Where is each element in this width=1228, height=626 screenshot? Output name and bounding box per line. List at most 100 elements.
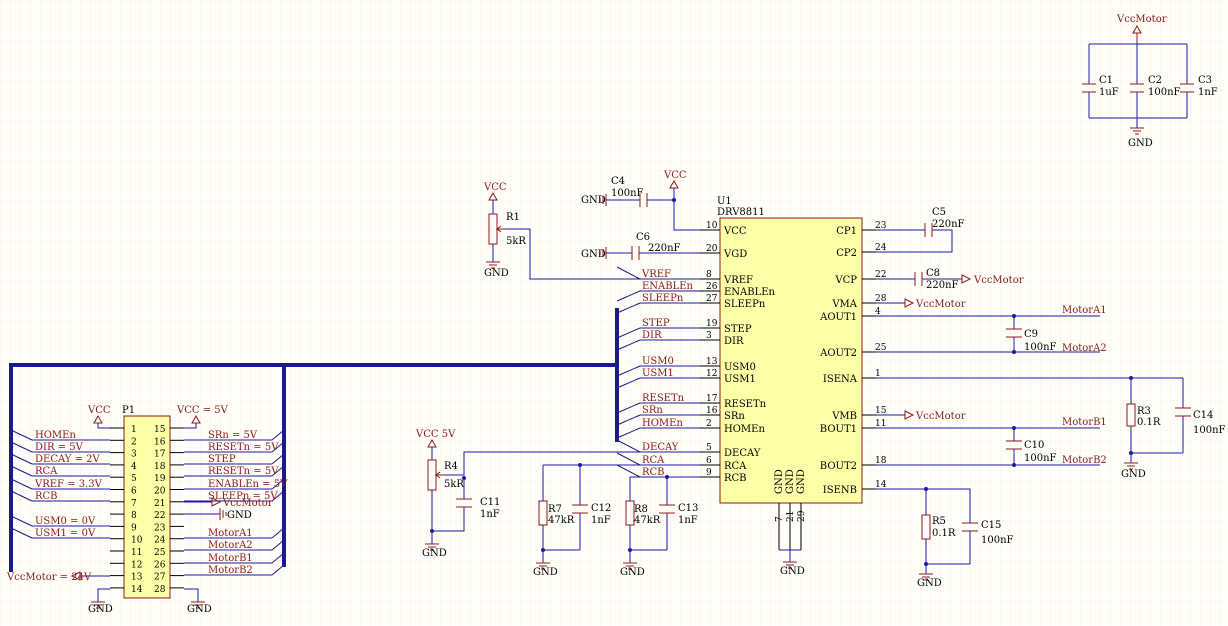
c4-val: 100nF: [611, 188, 644, 199]
p1-pin-number: 23: [154, 523, 166, 533]
u1-pin-number: 20: [706, 244, 718, 254]
bus-entry: [616, 377, 641, 389]
c3-val: 1nF: [1198, 87, 1218, 98]
r4-ref: R4: [444, 461, 458, 472]
gnd-label-r8: GND: [620, 567, 645, 578]
bus-entry: [10, 478, 33, 490]
p1-pin-number: 10: [131, 536, 143, 546]
r7-group: R7 47kR C12 1nF GND: [533, 463, 700, 578]
gnd-label-c4: GND: [581, 195, 606, 206]
net-label: USM0 = 0V: [35, 516, 96, 527]
ground-icon: [623, 562, 637, 570]
motor-b2-net: MotorB2: [1062, 455, 1107, 466]
bus-entry: [271, 564, 285, 576]
c2-val: 100nF: [1148, 87, 1181, 98]
net-label: RCB: [35, 491, 58, 502]
u1-pin-name: GND: [796, 469, 807, 494]
capacitor-icon: [1082, 83, 1194, 93]
u1-pin-number: 9: [706, 468, 712, 478]
r4-group: VCC 5V R4 5kR C11 1nF GND: [415, 429, 700, 559]
u1-pin-name: BOUT1: [820, 424, 857, 435]
p1-pin-number: 22: [154, 511, 165, 521]
p1-pin-number: 20: [154, 487, 166, 497]
vcc-label-p1: VCC: [87, 405, 111, 416]
bus-entry: [271, 552, 285, 564]
motor-a2-net: MotorA2: [1062, 343, 1107, 354]
r5-ref: R5: [932, 516, 946, 527]
p1-pin-number: 12: [131, 560, 142, 570]
ground-icon: [1124, 462, 1138, 470]
u1-pin-number: 7: [775, 516, 785, 522]
r7-val: 47kR: [548, 515, 575, 526]
p1-pin-number: 2: [131, 437, 137, 447]
net-label: DECAY: [642, 442, 679, 453]
u1-pin-name: VREF: [723, 275, 753, 286]
bus-entry: [616, 365, 641, 377]
net-label: DIR: [642, 330, 662, 341]
bus-entry: [10, 441, 33, 453]
bus-entry: [10, 465, 33, 477]
capacitor-icon: [1006, 328, 1022, 338]
u1-pin-number: 21: [786, 511, 796, 522]
c6-ref: C6: [636, 232, 650, 243]
c10-ref: C10: [1024, 440, 1044, 451]
r5-val: 0.1R: [932, 528, 956, 539]
net-label: SLEEPn: [642, 293, 684, 304]
bus-entry: [616, 427, 641, 439]
u1-pin-number: 27: [706, 294, 718, 304]
power-arrow-icon: [904, 298, 915, 308]
r1-group: VCC R1 5kR GND: [483, 182, 700, 280]
net-label: RESETn = 5V: [208, 466, 279, 477]
c5-group: C5 220nF: [876, 207, 965, 253]
u1-pin-number: 8: [706, 270, 712, 280]
u1-pin-number: 24: [875, 243, 887, 253]
net-label: RCB: [642, 467, 665, 478]
net-label: SLEEPn = 5V: [208, 491, 278, 502]
c5-ref: C5: [932, 207, 946, 218]
capacitor-icon: [631, 246, 640, 260]
gnd-label-r7: GND: [533, 567, 558, 578]
p1-pin-number: 8: [131, 511, 137, 521]
r8-group: R8 47kR C13 1nF GND: [620, 475, 700, 578]
c10-group: C10 100nF MotorB1 MotorB2: [876, 417, 1107, 467]
u1-pin-name: VGD: [723, 249, 747, 260]
bus-entry: [271, 429, 285, 441]
capacitor-icon: [1006, 440, 1022, 450]
c6-val: 220nF: [648, 243, 681, 254]
u1-pin-name: SRn: [724, 411, 745, 422]
r4-val: 5kR: [444, 479, 464, 490]
c8-ref: C8: [926, 268, 940, 279]
gnd-label-c6: GND: [581, 249, 606, 260]
ground-icon: [536, 562, 550, 570]
c4-ref: C4: [611, 176, 625, 187]
u1-pin-number: 12: [706, 369, 717, 379]
ground-icon: [425, 543, 439, 551]
bus-entry: [271, 539, 285, 551]
resistor-icon: [538, 500, 548, 526]
net-label: DECAY = 2V: [35, 454, 100, 465]
u1-pin-name: GND: [774, 469, 785, 494]
u1-pin-name: RCB: [724, 473, 747, 484]
u1-pin-name: USM1: [724, 374, 756, 385]
c12-val: 1nF: [591, 515, 611, 526]
bus-entry: [271, 478, 285, 490]
c10-val: 100nF: [1024, 453, 1057, 464]
ground-icon: [191, 601, 205, 609]
p1-pin-number: 4: [131, 462, 137, 472]
u1-pin-number: 2: [706, 419, 712, 429]
u1-pin-number: 17: [706, 394, 718, 404]
net-label: STEP: [642, 318, 670, 329]
c14-ref: C14: [1193, 410, 1213, 421]
c8-group: C8 220nF VccMotor: [876, 268, 1024, 291]
u1-pin-name: VMA: [831, 299, 857, 310]
net-label: RESETn: [642, 393, 685, 404]
u1-pin-number: 18: [875, 456, 887, 466]
u1-pin-number: 25: [875, 343, 887, 353]
decoupling-block: VccMotor C1 1uF C2 100nF C3 1nF GND: [1082, 14, 1218, 149]
net-label: RCA: [642, 455, 665, 466]
net-label: MotorB1: [208, 553, 253, 564]
c2-ref: C2: [1148, 75, 1162, 86]
